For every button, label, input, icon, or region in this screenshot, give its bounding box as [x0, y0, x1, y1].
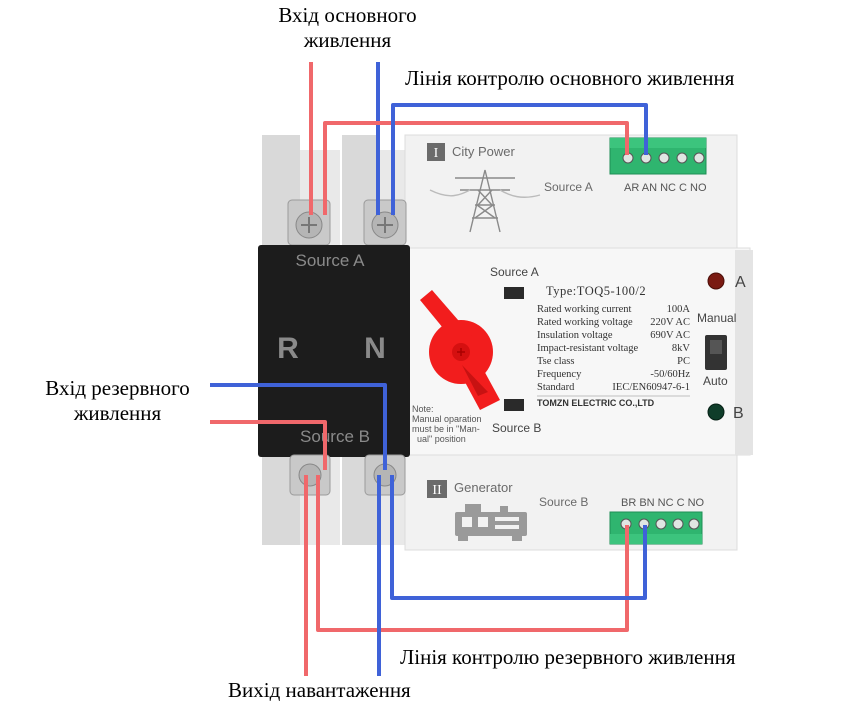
panel-source-a-label: Source A	[490, 265, 539, 279]
city-power-badge	[427, 143, 445, 161]
front-cover	[258, 245, 410, 457]
source-b-window	[504, 399, 524, 411]
note-line: must be in "Man-	[412, 424, 480, 434]
spec-label: Tse class	[537, 356, 574, 367]
reserve-control-live-wire	[316, 475, 629, 632]
reserve-input-label-line2: живлення	[73, 401, 162, 425]
spec-value: 220V AC	[650, 317, 690, 328]
load-output-label: Вихід навантаження	[228, 678, 411, 702]
rotary-handle[interactable]	[420, 290, 500, 410]
generator-badge	[427, 480, 447, 498]
note-line: Note:	[412, 404, 434, 414]
source-a-top-label: Source A	[544, 180, 593, 194]
source-b-terminal-labels: BR BN NC C NO	[621, 497, 705, 509]
reserve-control-label: Лінія контролю резервного живлення	[400, 645, 736, 669]
main-control-label: Лінія контролю основного живлення	[405, 66, 735, 90]
main-input-label-line1: Вхід основного	[278, 3, 417, 27]
reserve-neutral-wire	[210, 383, 387, 470]
city-power-label: City Power	[452, 144, 516, 159]
brand-label: TOMZN ELECTRIC CO.,LTD	[537, 398, 655, 408]
reserve-control-neutral-wire	[390, 475, 647, 600]
pole-n-label: N	[364, 332, 386, 365]
city-power-roman: I	[434, 146, 439, 161]
source-b-terminal-block	[609, 511, 703, 545]
reserve-input-label: Вхід резервного живлення	[20, 376, 215, 426]
spec-label: Impact-resistant voltage	[537, 343, 639, 354]
main-input-label-line2: живлення	[303, 28, 392, 52]
cover-source-b-label: Source B	[300, 427, 370, 446]
spec-label: Rated working voltage	[537, 317, 633, 328]
manual-label: Manual	[697, 311, 736, 325]
generator-label: Generator	[454, 480, 513, 495]
spec-label: Rated working current	[537, 304, 632, 315]
spec-label: Frequency	[537, 369, 582, 380]
spec-value: -50/60Hz	[650, 369, 690, 380]
reserve-input-label-line1: Вхід резервного	[45, 376, 190, 400]
cover-source-a-label: Source A	[296, 251, 366, 270]
led-a	[707, 272, 725, 290]
main-control-live-wire	[323, 121, 629, 215]
pole-r-label: R	[277, 332, 299, 365]
auto-label: Auto	[703, 374, 728, 388]
note-text: Note: Manual oparation must be in "Man- …	[412, 404, 482, 444]
panel-source-b-label: Source B	[492, 421, 541, 435]
switch-body: I City Power Source A AR AN NC C NO II G	[258, 134, 753, 551]
source-a-window	[504, 287, 524, 299]
spec-table: Rated working current 100A Rated working…	[537, 304, 690, 393]
power-pylon-icon	[429, 169, 541, 233]
led-b-label: B	[733, 405, 744, 422]
spec-label: Standard	[537, 382, 575, 393]
note-line: ual" position	[417, 434, 466, 444]
main-control-neutral-wire	[391, 103, 648, 215]
spec-value: IEC/EN60947-6-1	[612, 382, 690, 393]
terminal-screw-n-top	[363, 199, 407, 246]
spec-value: 8kV	[672, 343, 691, 354]
led-b	[707, 403, 725, 421]
type-label: Type:TOQ5-100/2	[546, 284, 646, 298]
source-a-terminal-labels: AR AN NC C NO	[624, 182, 707, 194]
wiring	[210, 62, 648, 676]
spec-value: PC	[677, 356, 690, 367]
generator-icon	[455, 504, 527, 541]
note-line: Manual oparation	[412, 414, 482, 424]
spec-label: Insulation voltage	[537, 330, 613, 341]
reserve-live-wire	[210, 420, 327, 470]
generator-roman: II	[432, 483, 442, 498]
terminal-screw-r-top	[287, 199, 331, 246]
led-a-label: A	[735, 274, 746, 291]
spec-value: 100A	[667, 304, 691, 315]
source-b-bottom-label: Source B	[539, 495, 588, 509]
spec-value: 690V AC	[650, 330, 690, 341]
source-a-terminal-block	[609, 137, 707, 175]
main-input-label: Вхід основного живлення	[250, 3, 445, 53]
